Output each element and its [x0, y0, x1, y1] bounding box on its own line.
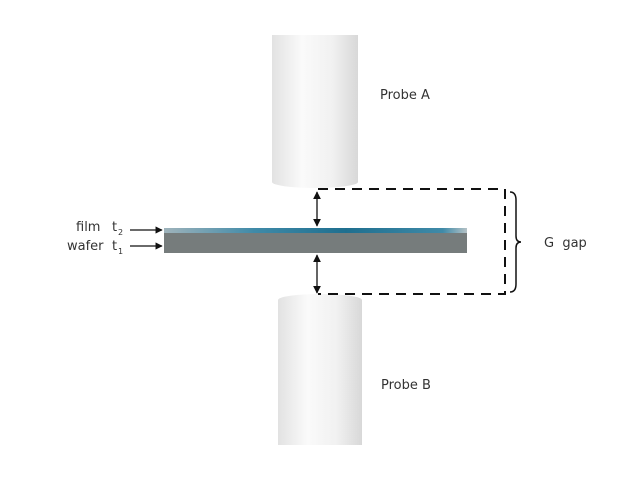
probe-b [278, 294, 362, 445]
probe-a-label: Probe A [380, 88, 430, 103]
probe-a [272, 35, 358, 188]
gap-brace [509, 191, 522, 293]
film-label: film [76, 220, 100, 235]
wafer-thickness-subscript: 1 [118, 247, 123, 256]
film-thickness-subscript: 2 [118, 228, 123, 237]
wafer-layer [164, 232, 467, 253]
film-thickness-symbol: t [112, 220, 117, 235]
probe-b-label: Probe B [381, 378, 431, 393]
gap-label: G gap [544, 236, 587, 251]
wafer-label: wafer [67, 239, 104, 254]
gap-dashed-outline [318, 188, 506, 295]
wafer-thickness-symbol: t [112, 239, 117, 254]
film-layer [164, 228, 467, 233]
